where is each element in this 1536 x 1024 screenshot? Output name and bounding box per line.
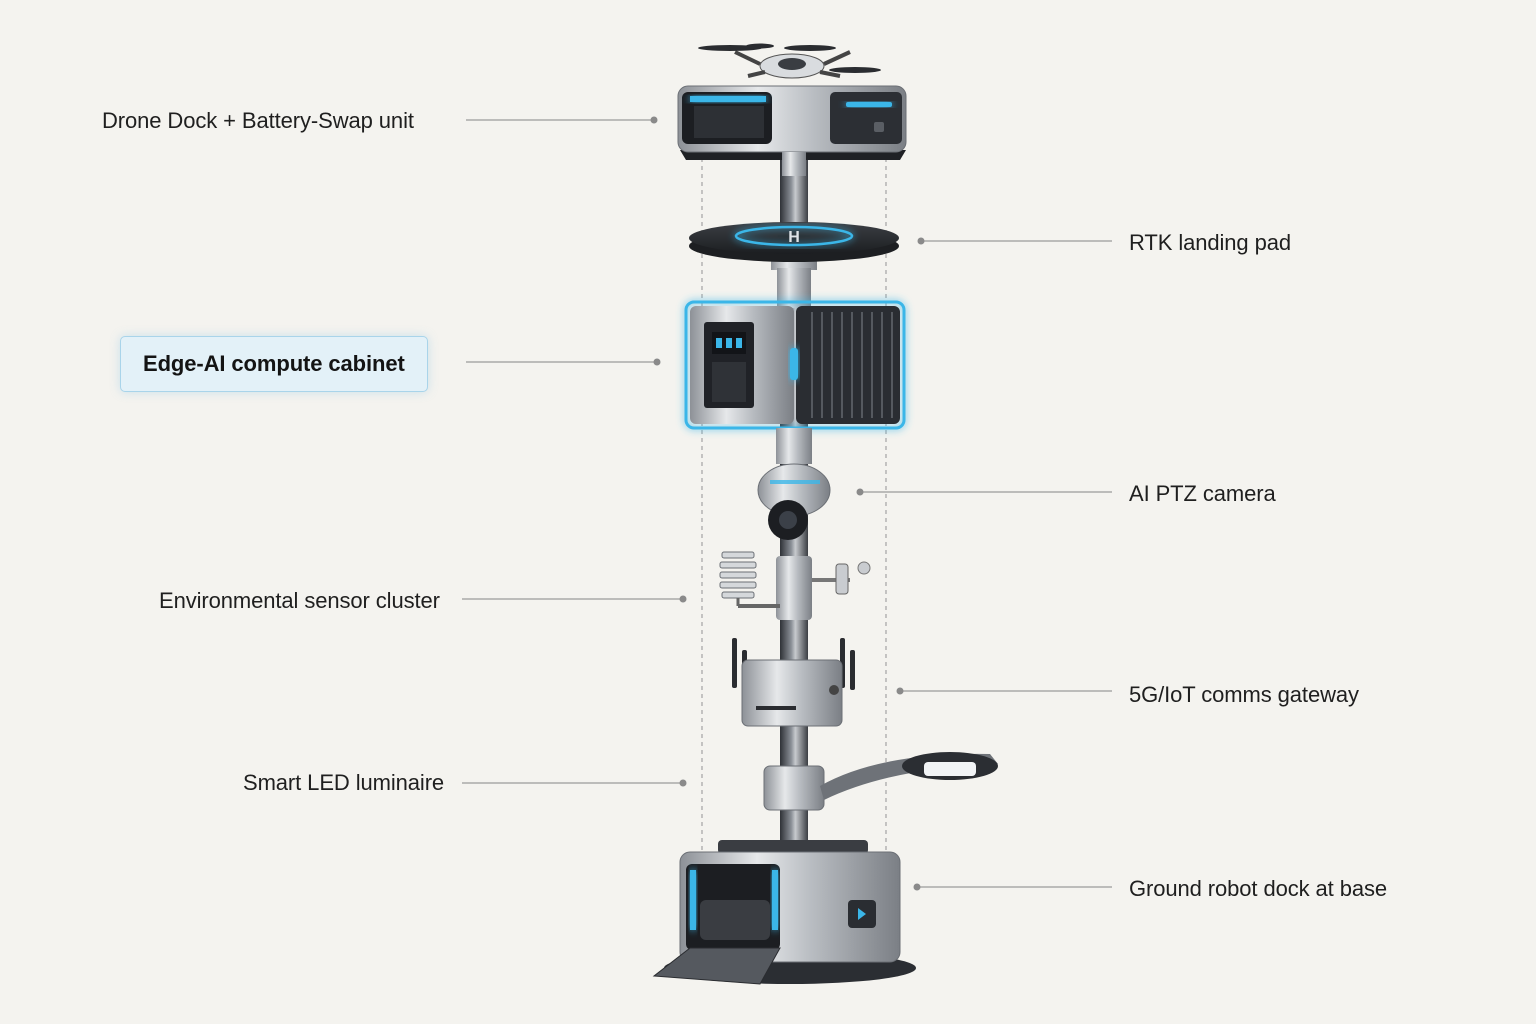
label-landing-pad: RTK landing pad: [1129, 230, 1291, 255]
label-robot-dock: Ground robot dock at base: [1129, 876, 1387, 901]
assembly-guide-lines: [701, 150, 887, 860]
label-luminaire: Smart LED luminaire: [243, 770, 445, 795]
comms-gateway: [732, 638, 855, 727]
label-ptz-camera: AI PTZ camera: [1129, 481, 1276, 506]
rtk-landing-pad: H: [689, 222, 899, 270]
drone-icon: [698, 43, 881, 79]
smart-led-luminaire: [763, 752, 998, 811]
ptz-camera: [757, 463, 831, 540]
environmental-sensor-cluster: [719, 551, 871, 620]
leader-dots: [650, 116, 925, 891]
edge-ai-cabinet: [684, 300, 906, 430]
landing-pad-marking: H: [788, 229, 800, 246]
drone-dock-unit: [677, 85, 907, 176]
label-gateway: 5G/IoT comms gateway: [1129, 682, 1359, 707]
leader-lines: [462, 119, 1112, 888]
label-drone-dock: Drone Dock + Battery-Swap unit: [102, 108, 414, 133]
label-edge-ai-cabinet: Edge-AI compute cabinet: [120, 336, 428, 392]
ground-robot-dock: [652, 840, 916, 985]
label-env-sensor: Environmental sensor cluster: [159, 588, 440, 613]
